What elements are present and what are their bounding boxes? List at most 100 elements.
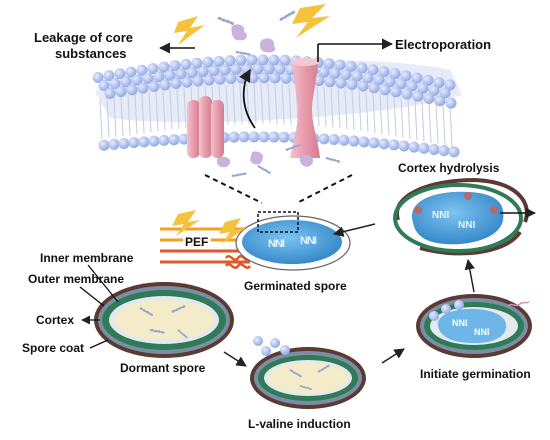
lipid-head	[336, 78, 347, 89]
lipid-head	[269, 131, 280, 142]
lipid-head	[319, 133, 330, 144]
outer-membrane-pointer	[80, 287, 104, 306]
lipid-head	[358, 81, 369, 92]
lipid-head	[369, 137, 380, 148]
lipid-head	[259, 131, 270, 142]
lipid-head	[399, 140, 410, 151]
dna-helix-icon: NNI	[458, 220, 475, 231]
lipid-head	[389, 139, 400, 150]
flow-arrow-to-initiate	[382, 349, 404, 363]
lipid-head	[229, 132, 240, 143]
spore-coat-label: Spore coat	[22, 341, 84, 355]
lipid-head	[391, 86, 402, 97]
lipid-head	[259, 72, 270, 83]
dna-helix-icon: NNI	[474, 327, 490, 337]
l-valine-spore	[250, 336, 366, 409]
germinated-spore-label: Germinated spore	[244, 279, 347, 293]
initiate-germination-label: Initiate germination	[420, 367, 531, 381]
lipid-head	[449, 146, 460, 157]
lipid-head	[329, 134, 340, 145]
lipid-head	[138, 83, 149, 94]
lipid-head	[439, 145, 450, 156]
outer-membrane-label: Outer membrane	[28, 272, 124, 286]
inner-membrane-label: Inner membrane	[40, 251, 134, 265]
dna-helix-icon	[232, 172, 247, 177]
lightning-bolt-icon	[174, 16, 205, 45]
lipid-head	[379, 138, 390, 149]
lipid-head	[369, 82, 380, 93]
lipid-head	[149, 81, 160, 92]
dna-helix-icon	[218, 17, 235, 25]
dna-helix-icon	[279, 10, 295, 21]
lipid-head	[429, 144, 440, 155]
dna-helix-icon: NNI	[300, 235, 317, 247]
dna-helix-icon	[257, 165, 271, 174]
lipid-head	[419, 143, 430, 154]
lipid-head	[116, 86, 127, 97]
lipid-head	[215, 74, 226, 85]
initiate-germination-spore: NNI NNI	[416, 294, 532, 358]
zoom-line-right	[297, 175, 352, 203]
dna-helix-icon	[326, 157, 341, 163]
lipid-head	[446, 98, 457, 109]
lipid-head	[325, 76, 336, 87]
lipid-head	[119, 138, 130, 149]
lightning-bolt-icon	[172, 210, 200, 236]
lipid-head	[435, 95, 446, 106]
lipid-head	[139, 136, 150, 147]
flow-arrow-to-hydrolysis	[468, 260, 474, 292]
l-valine-induction-label: L-valine induction	[248, 417, 351, 431]
lipid-heads-lower	[99, 131, 460, 157]
lipid-head	[105, 88, 116, 99]
dna-helix-icon: NNI	[452, 318, 468, 328]
lipid-head	[160, 79, 171, 90]
lipid-head	[339, 135, 350, 146]
lipid-head	[171, 78, 182, 89]
lipid-head	[239, 131, 250, 142]
lipid-head	[127, 84, 138, 95]
lipid-head	[159, 135, 170, 146]
ion-channel-icon	[187, 96, 224, 158]
dna-helix-icon	[236, 51, 251, 56]
leakage-label-line2: substances	[55, 46, 127, 61]
lipid-head	[193, 76, 204, 87]
lipid-head	[380, 84, 391, 95]
lipid-bilayer-membrane	[93, 54, 463, 158]
lightning-bolt-icon	[292, 4, 330, 38]
lipid-head	[248, 72, 259, 83]
dna-helix-icon: NNI	[432, 210, 449, 221]
spore-coat-pointer	[90, 340, 108, 348]
germinated-spore: NNI NNI PEF	[160, 210, 350, 270]
flow-arrow-to-valine	[224, 352, 246, 366]
lipid-head	[409, 142, 420, 153]
cortex-hydrolysis-spore: NNI NNI	[395, 180, 535, 253]
lipid-head	[129, 137, 140, 148]
pef-label: PEF	[185, 235, 208, 249]
lipid-head	[279, 132, 290, 143]
lipid-head	[402, 88, 413, 99]
lipid-head	[424, 93, 435, 104]
lipid-head	[349, 136, 360, 147]
lipid-head	[226, 73, 237, 84]
lipid-head	[204, 75, 215, 86]
dormant-spore	[94, 282, 234, 358]
leakage-label-line1: Leakage of core	[34, 30, 133, 45]
lipid-head	[99, 140, 110, 151]
electroporation-label: Electroporation	[395, 37, 491, 52]
lipid-head	[270, 73, 281, 84]
cortex-hydrolysis-label: Cortex hydrolysis	[398, 161, 500, 175]
lipid-head	[249, 131, 260, 142]
lipid-head	[182, 77, 193, 88]
lipid-head	[359, 136, 370, 147]
lipid-head	[109, 139, 120, 150]
zoom-line-left	[205, 175, 262, 203]
cortex-label: Cortex	[36, 313, 74, 327]
dna-helix-icon: NNI	[268, 238, 285, 250]
lipid-head	[149, 136, 160, 147]
lipid-head	[413, 91, 424, 102]
lipid-head	[169, 134, 180, 145]
valine-molecule-icon	[253, 336, 290, 356]
lipid-head	[281, 73, 292, 84]
